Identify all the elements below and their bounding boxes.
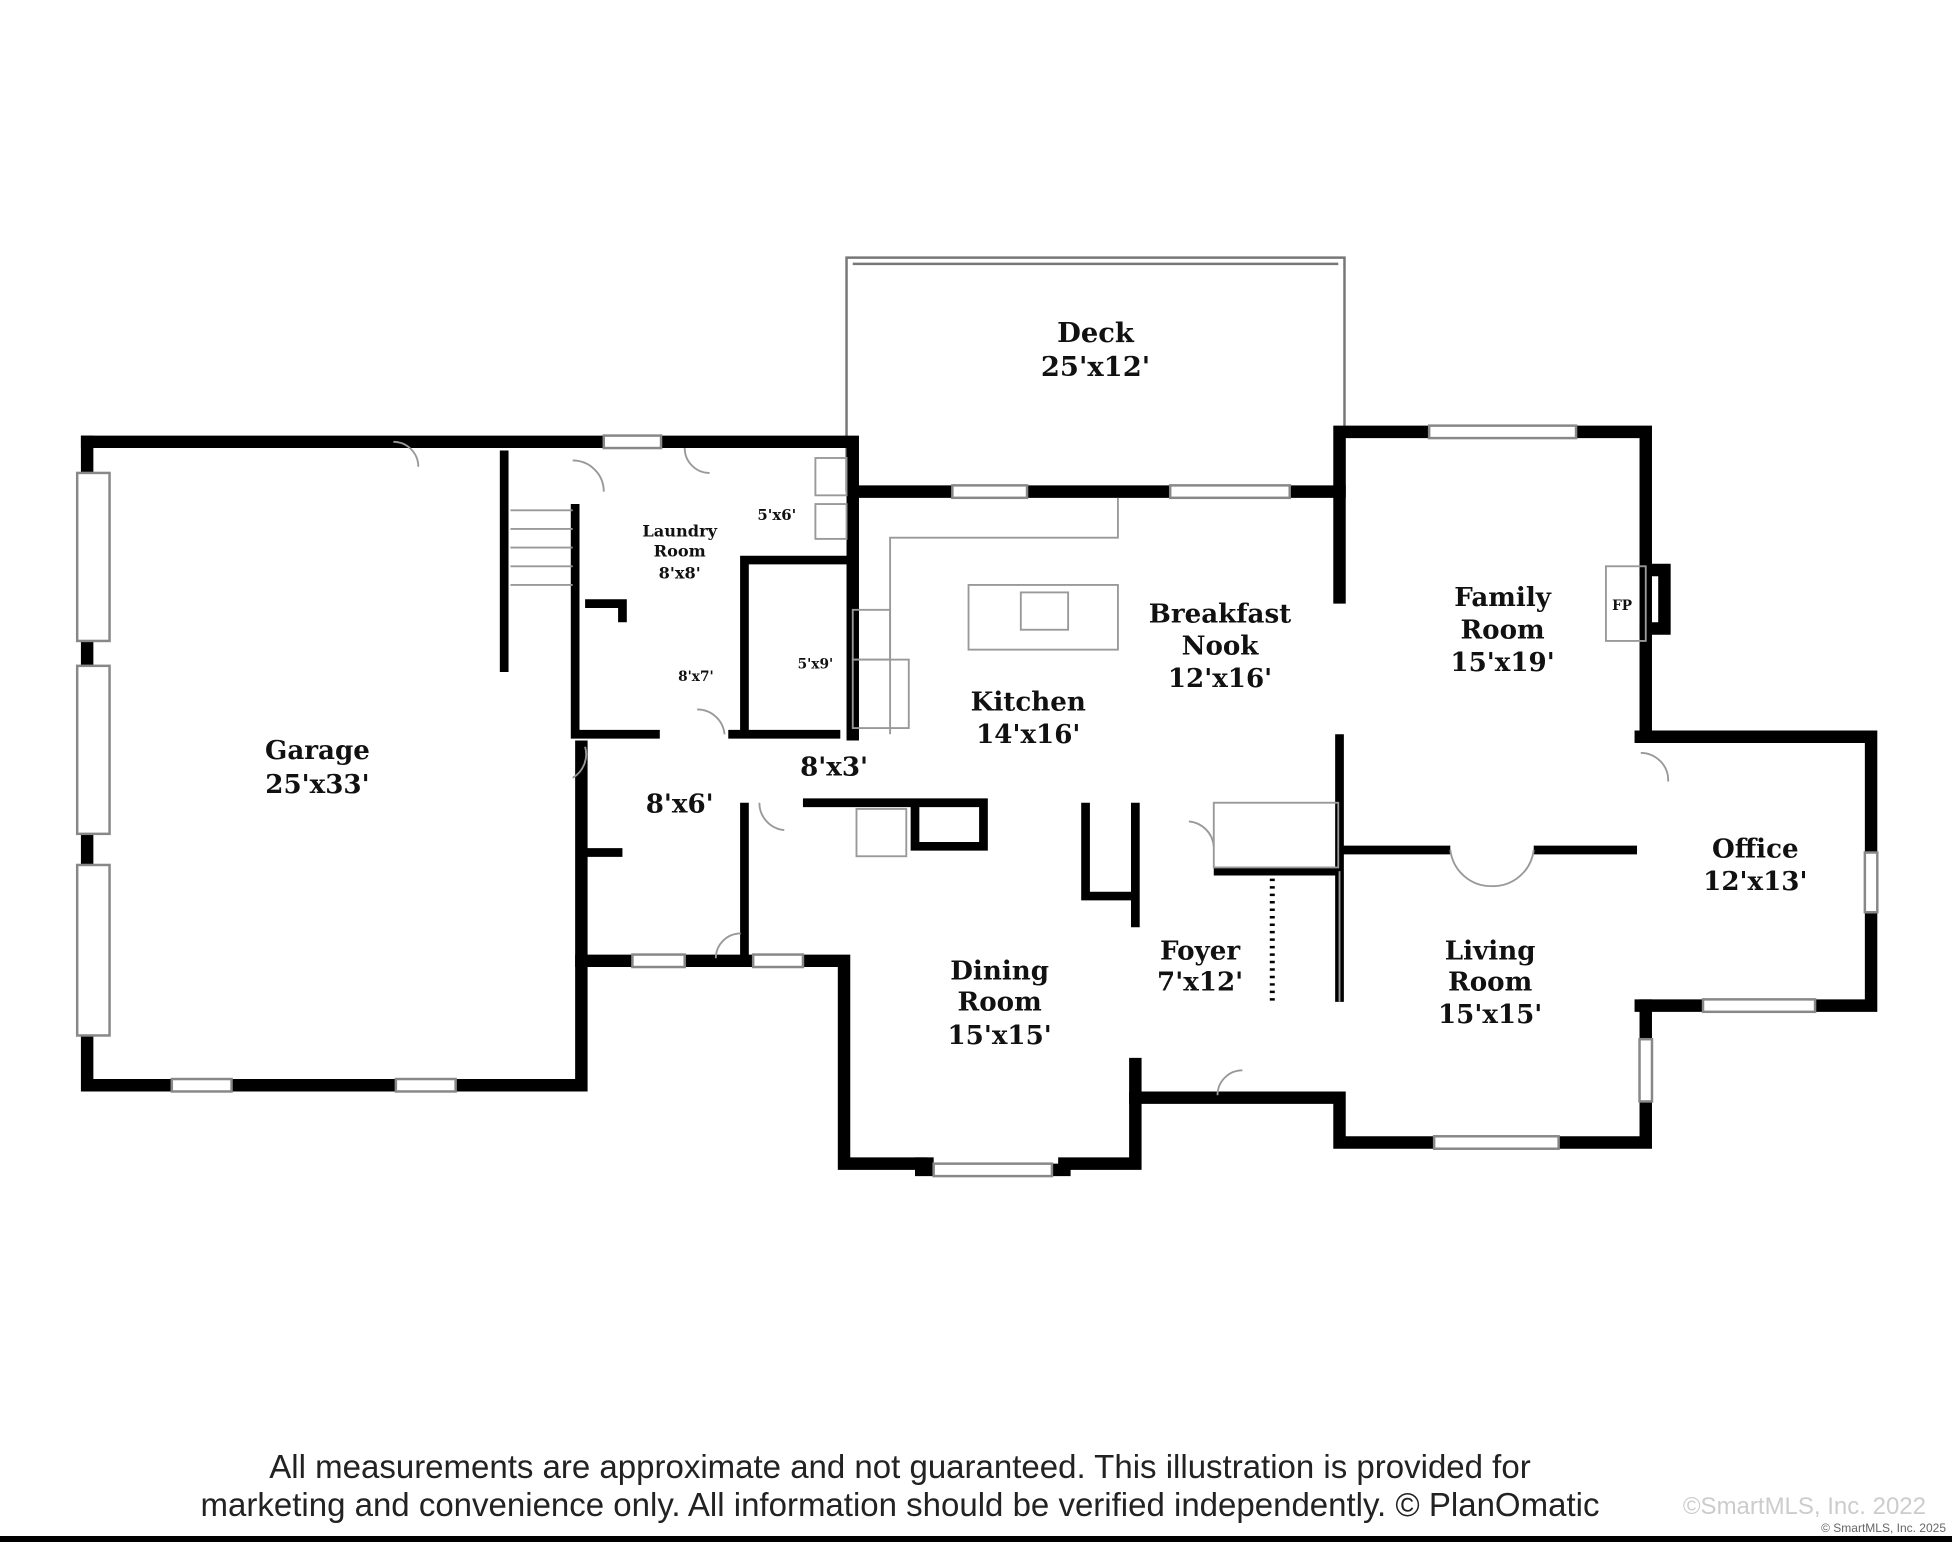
kitchen-label: Kitchen	[971, 687, 1086, 718]
family-label-2: Room	[1460, 614, 1545, 645]
office-label: Office	[1712, 833, 1799, 864]
family-size: 15'x19'	[1450, 647, 1554, 678]
disclaimer: All measurements are approximate and not…	[0, 1448, 1800, 1524]
dining-size: 15'x15'	[947, 1020, 1051, 1051]
fixtures	[393, 440, 1670, 1096]
room-8x6: 8'x6'	[646, 789, 714, 820]
garage-label: Garage	[265, 735, 370, 766]
kitchen-size: 14'x16'	[976, 719, 1080, 750]
room-5x9: 5'x9'	[798, 656, 834, 672]
room-8x7: 8'x7'	[678, 669, 714, 685]
family-label-1: Family	[1454, 582, 1552, 613]
bottom-bar	[0, 1536, 1952, 1542]
deck-label: Deck	[1057, 317, 1135, 349]
living-label-2: Room	[1448, 967, 1533, 998]
deck-size: 25'x12'	[1041, 351, 1150, 383]
watermark-small: © SmartMLS, Inc. 2025	[1821, 1521, 1946, 1535]
windows	[75, 424, 1879, 1178]
foyer-label: Foyer	[1160, 936, 1241, 967]
room-5x6: 5'x6'	[757, 506, 796, 524]
dining-label-2: Room	[958, 987, 1043, 1018]
deck-outline	[845, 256, 1346, 492]
nook-size: 12'x16'	[1168, 663, 1272, 694]
nook-label-2: Nook	[1182, 631, 1260, 662]
laundry-label-1: Laundry	[642, 521, 717, 540]
room-8x3: 8'x3'	[800, 751, 868, 782]
watermark: ©SmartMLS, Inc. 2022	[1682, 1493, 1926, 1520]
disclaimer-line-2: marketing and convenience only. All info…	[200, 1486, 1600, 1523]
foyer-size: 7'x12'	[1157, 967, 1243, 998]
office-size: 12'x13'	[1703, 866, 1807, 897]
laundry-size: 8'x8'	[659, 564, 701, 583]
laundry-label-2: Room	[654, 541, 706, 560]
fireplace-label: FP	[1612, 598, 1632, 614]
garage-size: 25'x33'	[265, 769, 369, 800]
living-label-1: Living	[1445, 936, 1536, 967]
living-size: 15'x15'	[1438, 999, 1542, 1030]
disclaimer-line-1: All measurements are approximate and not…	[269, 1448, 1531, 1485]
dining-label-1: Dining	[950, 955, 1049, 986]
nook-label-1: Breakfast	[1149, 598, 1291, 629]
